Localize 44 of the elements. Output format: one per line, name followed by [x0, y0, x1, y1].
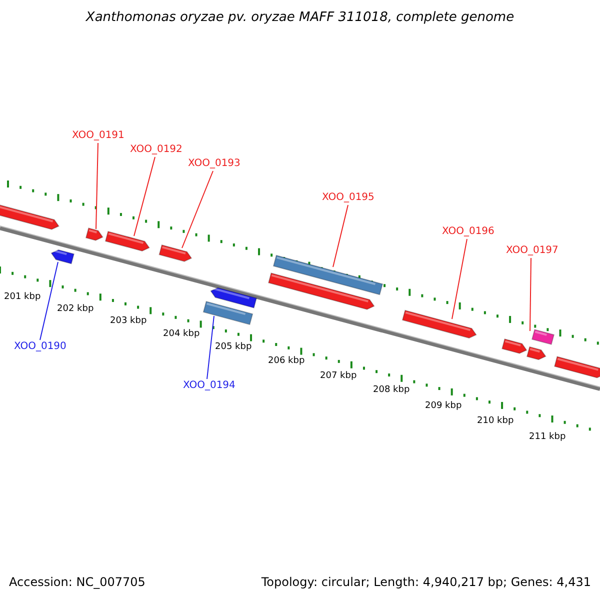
scale-label: 204 kbp [163, 329, 200, 339]
scale-label: 206 kbp [268, 356, 305, 366]
gene-segment [502, 338, 528, 354]
gene-label: XOO_0193 [188, 158, 240, 170]
gene-segment [0, 202, 60, 230]
gene-block [272, 254, 384, 296]
gene-label: XOO_0191 [72, 130, 124, 142]
scale-label: 203 kbp [110, 316, 147, 326]
leader-line [182, 170, 214, 248]
gene-segment [554, 356, 600, 378]
leader-line [206, 316, 214, 380]
leader-line [134, 156, 156, 236]
accession-text: Accession: NC_007705 [9, 575, 146, 589]
gene-segment [210, 287, 258, 308]
gene-label: XOO_0195 [322, 192, 374, 204]
gene-segment [104, 230, 150, 252]
gene-segment [158, 244, 192, 262]
scale-label: 209 kbp [425, 401, 462, 411]
scale-label: 210 kbp [477, 416, 514, 426]
gene-segment [526, 346, 546, 360]
leader-line [452, 238, 468, 320]
gene-block [531, 328, 555, 346]
leader-line [332, 204, 348, 268]
leader-line [530, 258, 532, 332]
scale-label: 202 kbp [57, 304, 94, 314]
scale-label: 205 kbp [215, 342, 252, 352]
scale-label: 208 kbp [373, 385, 410, 395]
scale-label: 211 kbp [529, 432, 566, 442]
gene-label: XOO_0192 [130, 144, 182, 156]
scale-label: 207 kbp [320, 371, 357, 381]
gene-label: XOO_0194 [183, 380, 236, 392]
title: Xanthomonas oryzae pv. oryzae MAFF 311018, complete genome [84, 10, 516, 26]
gene-label: XOO_0197 [506, 245, 558, 257]
gene-label: XOO_0196 [442, 226, 494, 238]
gene-label: XOO_0190 [14, 341, 66, 353]
leader-line [40, 262, 58, 340]
gene-segment [402, 310, 477, 339]
gene-block [202, 300, 254, 326]
gene-segment [268, 272, 375, 310]
leader-line [96, 142, 98, 230]
gene-segment [50, 249, 75, 264]
scale-label: 201 kbp [4, 292, 41, 302]
genome-info-text: Topology: circular; Length: 4,940,217 bp; Genes: 4,431 [261, 575, 591, 589]
gene-segment [85, 227, 104, 241]
